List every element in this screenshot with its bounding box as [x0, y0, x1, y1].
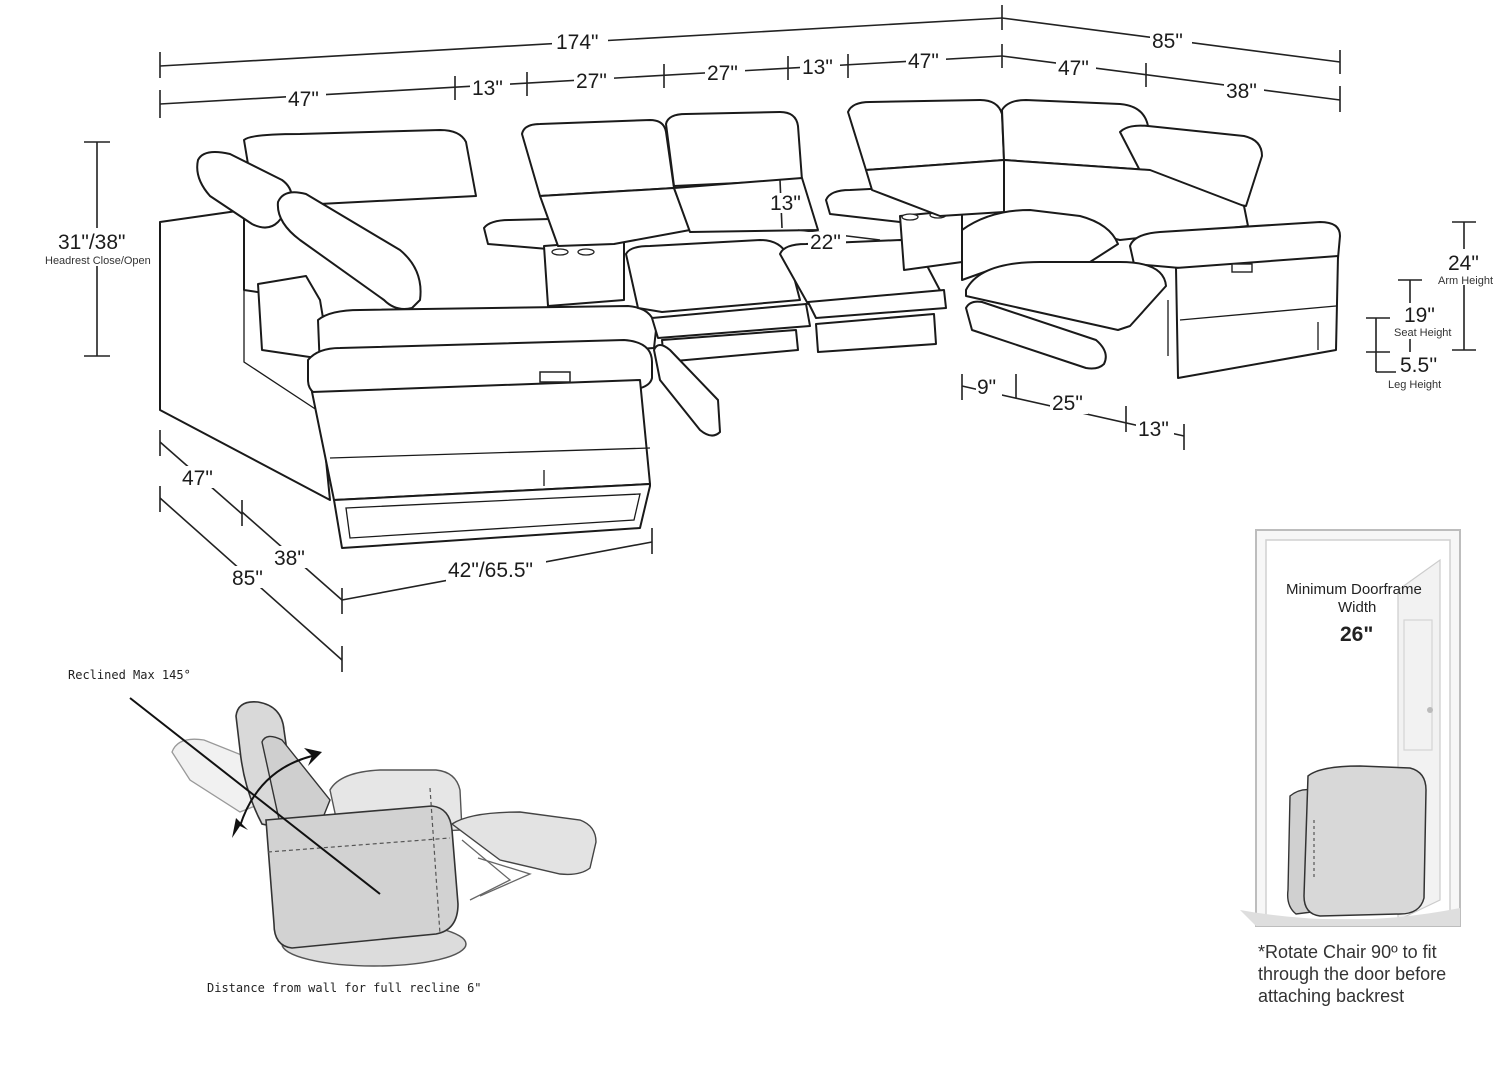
- dim-right-depth: 85": [1152, 30, 1183, 53]
- dim-seg-27b: 27": [707, 62, 738, 85]
- footrest-dimensions: 9" 25" 13": [961, 374, 1185, 450]
- top-dimension-lines: [159, 5, 1341, 118]
- dim-seg-47b: 47": [908, 50, 939, 73]
- dim-seg-38: 38": [1226, 80, 1257, 103]
- doorframe-illustration: Minimum Doorframe Width 26" *Rotate Chai…: [1240, 529, 1461, 1006]
- top-dimension-labels: 174" 85" 47" 13" 27" 27" 13" 47" 47" 38": [286, 30, 1264, 111]
- dim-back-13: 13": [770, 192, 801, 215]
- dim-seat-22: 22": [810, 231, 841, 254]
- dim-arm-height: 24": [1448, 252, 1479, 275]
- doorframe-note-line2: through the door before: [1258, 964, 1446, 984]
- dim-seg-13a: 13": [472, 77, 503, 100]
- dim-left-38: 38": [274, 547, 305, 570]
- right-height-dimensions: 24" Arm Height 19" Seat Height 5.5'' Leg…: [1366, 221, 1493, 391]
- recline-title: Reclined Max 145°: [68, 668, 191, 682]
- headrest-caption: Headrest Close/Open: [45, 255, 151, 267]
- seat-height-caption: Seat Height: [1394, 327, 1451, 339]
- leg-height-caption: Leg Height: [1388, 379, 1441, 391]
- sectional-sofa-drawing: [159, 99, 1341, 549]
- doorframe-note-line3: attaching backrest: [1258, 986, 1404, 1006]
- dim-left-47: 47": [182, 467, 213, 490]
- dim-seg-27a: 27": [576, 70, 607, 93]
- dim-total-width: 174": [556, 31, 599, 54]
- dim-seg-47c: 47": [1058, 57, 1089, 80]
- doorframe-note-line1: *Rotate Chair 90º to fit: [1258, 942, 1437, 962]
- dim-headrest-height: 31"/38": [58, 231, 125, 254]
- doorframe-width: 26": [1340, 623, 1373, 646]
- dim-footrest-25: 25": [1052, 392, 1083, 415]
- dim-recline-length: 42"/65.5": [448, 559, 533, 582]
- left-depth-dimensions: 47" 38" 85" 42"/65.5": [159, 430, 653, 672]
- dim-leg-height: 5.5'': [1400, 354, 1437, 377]
- dim-left-85: 85": [232, 567, 263, 590]
- recliner-illustration: Reclined Max 145° Distance from wall for…: [68, 668, 597, 995]
- dim-seg-47a: 47": [288, 88, 319, 111]
- dim-seat-height: 19": [1404, 304, 1435, 327]
- arm-height-caption: Arm Height: [1438, 275, 1493, 287]
- doorframe-title-line2: Width: [1338, 599, 1376, 616]
- dim-footrest-13: 13": [1138, 418, 1169, 441]
- headrest-height-dimension: 31"/38" Headrest Close/Open: [45, 141, 151, 357]
- recline-distance-note: Distance from wall for full recline 6": [207, 981, 482, 995]
- seat-dimensions: 13" 22": [768, 179, 881, 254]
- dim-footrest-9: 9": [977, 376, 996, 399]
- doorframe-title-line1: Minimum Doorframe: [1286, 581, 1422, 598]
- dim-seg-13b: 13": [802, 56, 833, 79]
